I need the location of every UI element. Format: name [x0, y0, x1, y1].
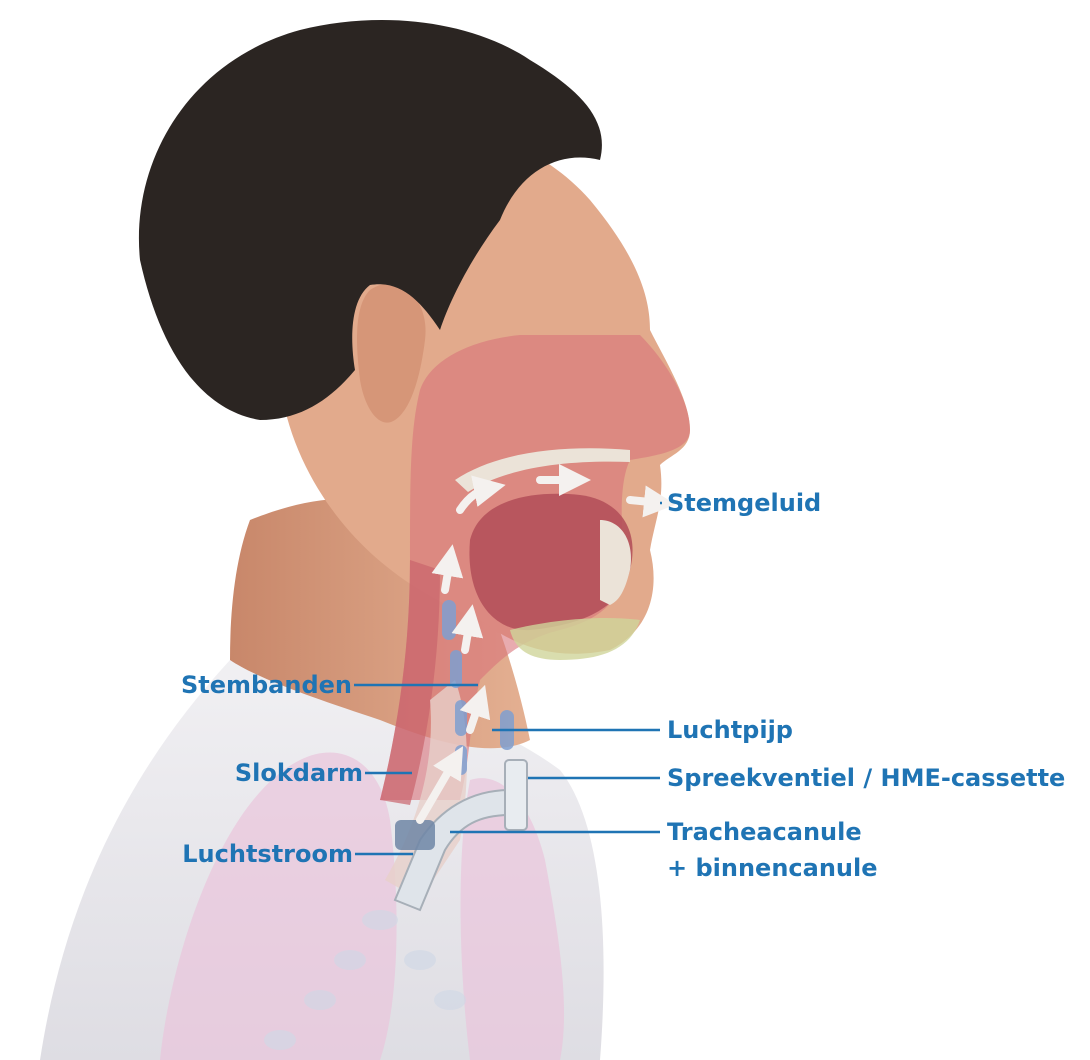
- label-spreekventiel: Spreekventiel / HME-cassette: [667, 763, 1065, 793]
- label-luchtpijp: Luchtpijp: [667, 715, 793, 745]
- speaking-valve: [505, 760, 527, 830]
- label-slokdarm: Slokdarm: [235, 758, 363, 788]
- label-stembanden: Stembanden: [181, 670, 352, 700]
- label-binnencanule: + binnencanule: [667, 853, 878, 883]
- label-tracheacanule: Tracheacanule: [667, 817, 862, 847]
- cannula-collar: [395, 820, 435, 850]
- label-luchtstroom: Luchtstroom: [182, 839, 353, 869]
- label-stemgeluid: Stemgeluid: [667, 488, 821, 518]
